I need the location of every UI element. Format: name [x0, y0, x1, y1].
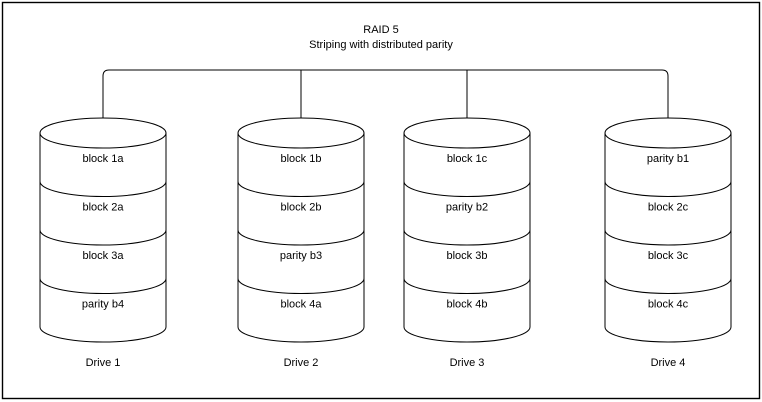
drive-cylinder[interactable]: block 1a block 2a block 3a parity b4 Drive 1	[39, 117, 167, 369]
block-divider	[237, 278, 365, 294]
data-block-label: block 3c	[648, 250, 689, 262]
block-divider	[604, 181, 732, 197]
parity-block-label: parity b1	[647, 153, 689, 165]
block-divider	[604, 229, 732, 246]
data-block-label: block 3b	[447, 250, 488, 262]
block-divider	[39, 181, 167, 197]
drives-layer: block 1a block 2a block 3a parity b4 Drive 1…	[39, 117, 732, 369]
cylinder-body	[403, 132, 531, 343]
drive-cylinder[interactable]: parity b1 block 2c block 3c block 4c Drive 4	[604, 117, 732, 369]
data-block-label: block 3a	[83, 250, 125, 262]
parity-block-label: parity b3	[280, 250, 322, 262]
cylinder-body	[604, 132, 732, 343]
cylinder-top-ellipse	[604, 117, 732, 149]
data-block-label: block 4a	[281, 299, 323, 311]
data-block-label: block 2a	[83, 202, 125, 214]
block-divider	[403, 278, 531, 294]
diagram-subtitle: Striping with distributed parity	[309, 39, 453, 51]
block-divider	[39, 278, 167, 294]
block-divider	[237, 181, 365, 197]
parity-block-label: parity b4	[82, 299, 124, 311]
data-block-label: block 4b	[447, 299, 488, 311]
cylinder-top-ellipse	[237, 117, 365, 149]
cylinder-body	[237, 132, 365, 343]
diagram-title: RAID 5	[363, 24, 398, 36]
data-block-label: block 1b	[281, 153, 322, 165]
cylinder-top-ellipse	[403, 117, 531, 149]
controller-bus	[102, 69, 669, 120]
block-divider	[403, 181, 531, 197]
data-block-label: block 2c	[648, 202, 689, 214]
drive-cylinder[interactable]: block 1b block 2b parity b3 block 4a Drive 2	[237, 117, 365, 369]
parity-block-label: parity b2	[446, 202, 488, 214]
data-block-label: block 4c	[648, 299, 689, 311]
drive-caption: Drive 4	[651, 357, 686, 369]
drive-caption: Drive 1	[86, 357, 121, 369]
data-block-label: block 2b	[281, 202, 322, 214]
bus-rail	[102, 69, 669, 120]
block-divider	[237, 229, 365, 246]
block-divider	[604, 278, 732, 294]
data-block-label: block 1a	[83, 153, 125, 165]
cylinder-top-ellipse	[39, 117, 167, 149]
block-divider	[403, 229, 531, 246]
data-block-label: block 1c	[447, 153, 488, 165]
drive-caption: Drive 2	[284, 357, 319, 369]
cylinder-body	[39, 132, 167, 343]
block-divider	[39, 229, 167, 246]
drive-cylinder[interactable]: block 1c parity b2 block 3b block 4b Drive 3	[403, 117, 531, 369]
drive-caption: Drive 3	[450, 357, 485, 369]
